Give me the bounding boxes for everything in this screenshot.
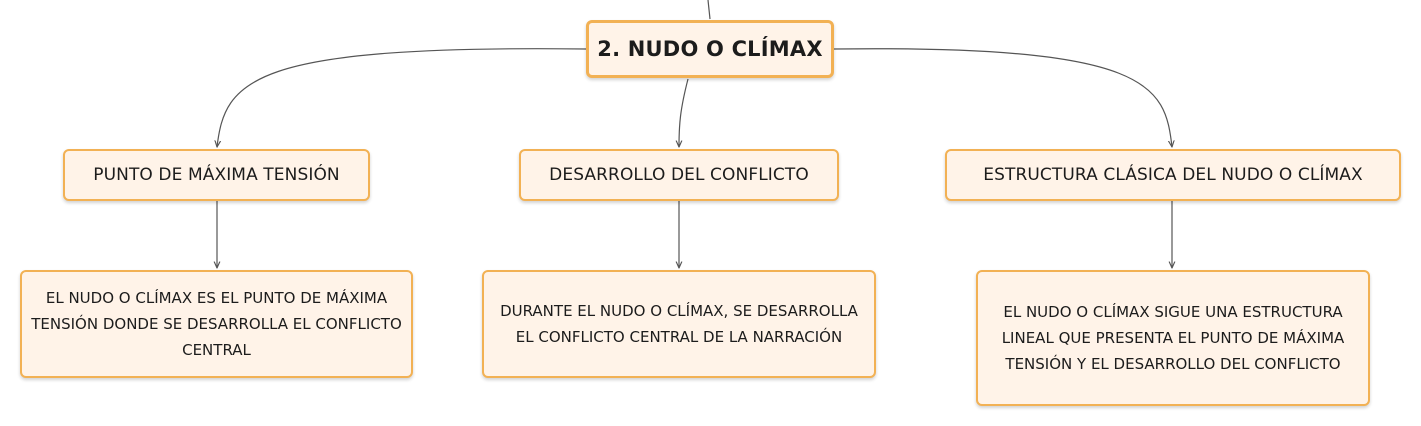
branch-node-maxima-tension[interactable]: PUNTO DE MÁXIMA TENSIÓN xyxy=(63,149,370,201)
branch-node-desarrollo-conflicto[interactable]: DESARROLLO DEL CONFLICTO xyxy=(519,149,839,201)
detail-node-desarrollo-conflicto[interactable]: DURANTE EL NUDO O CLÍMAX, SE DESARROLLA … xyxy=(482,270,876,378)
connector-root-to-branch-3 xyxy=(833,48,1172,147)
connector-root-to-branch-2 xyxy=(679,78,689,147)
detail-node-text: EL NUDO O CLÍMAX SIGUE UNA ESTRUCTURA LI… xyxy=(1001,303,1345,373)
branch-node-estructura-clasica[interactable]: ESTRUCTURA CLÁSICA DEL NUDO O CLÍMAX xyxy=(945,149,1401,201)
root-node[interactable]: 2. NUDO O CLÍMAX xyxy=(586,20,834,78)
root-node-label: 2. NUDO O CLÍMAX xyxy=(597,37,823,61)
branch-node-label: ESTRUCTURA CLÁSICA DEL NUDO O CLÍMAX xyxy=(983,165,1363,185)
connector-incoming xyxy=(707,0,711,20)
connector-root-to-branch-1 xyxy=(217,48,587,147)
detail-node-text: DURANTE EL NUDO O CLÍMAX, SE DESARROLLA … xyxy=(500,302,858,346)
branch-node-label: DESARROLLO DEL CONFLICTO xyxy=(549,165,809,185)
detail-node-text: EL NUDO O CLÍMAX ES EL PUNTO DE MÁXIMA T… xyxy=(31,289,402,359)
detail-node-maxima-tension[interactable]: EL NUDO O CLÍMAX ES EL PUNTO DE MÁXIMA T… xyxy=(20,270,413,378)
detail-node-estructura-clasica[interactable]: EL NUDO O CLÍMAX SIGUE UNA ESTRUCTURA LI… xyxy=(976,270,1370,406)
branch-node-label: PUNTO DE MÁXIMA TENSIÓN xyxy=(93,165,340,185)
